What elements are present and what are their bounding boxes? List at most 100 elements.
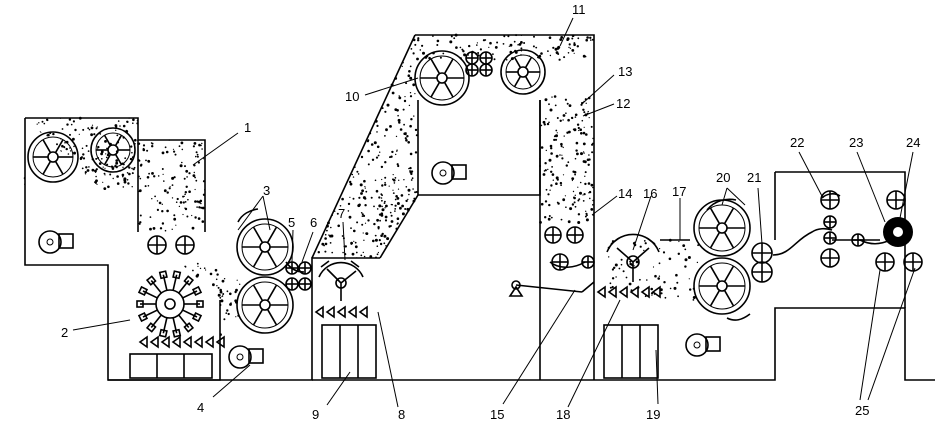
fiber-dot [551,96,553,98]
fiber-dot [380,234,383,237]
fiber-dot [194,216,197,219]
fiber-dot [571,179,574,182]
fiber-dot [374,179,377,182]
fiber-dot [88,128,91,131]
fiber-dot [184,191,187,194]
fiber-dot [376,245,379,247]
tooth-tip [137,311,149,323]
fiber-dot [352,197,355,200]
fiber-dot [68,118,72,121]
fiber-dot [543,123,546,126]
fiber-dot [227,312,230,316]
callout-17: 17 [672,184,686,199]
fiber-dot [109,173,112,176]
callout-15: 15 [490,407,504,422]
callout-19: 19 [646,407,660,422]
fiber-dot [138,189,142,193]
fiber-dot [360,155,364,159]
fiber-dot [364,186,366,188]
fiber-dot [119,125,121,127]
fiber-dot [556,117,559,119]
fiber-dot [585,218,589,222]
fiber-dot [380,197,383,199]
fiber-dot [390,220,394,223]
fiber-dot [199,267,202,270]
fiber-dot [560,145,563,148]
fiber-dot [171,197,174,199]
tooth-triangle [629,285,639,299]
fiber-dot [407,188,411,192]
fiber-dot [374,234,377,237]
fiber-dot [365,190,368,193]
fiber-dot [554,104,557,107]
callout-4: 4 [197,400,204,415]
fiber-dot [608,256,610,258]
fiber-dot [116,175,119,178]
fiber-dot [95,171,97,173]
fan-icon [685,333,721,357]
fiber-dot [154,195,157,198]
fiber-dot [383,202,386,205]
fiber-dot [194,176,197,179]
fiber-dot [95,157,98,160]
fiber-dot [64,142,66,144]
fiber-dot [492,53,494,55]
fiber-dot [61,144,64,148]
fiber-dot [186,215,189,218]
fiber-dot [583,111,586,114]
fiber-dot [164,229,167,232]
fiber-dot [410,179,413,181]
fiber-dot [697,244,699,247]
fiber-dot [611,277,615,280]
teeth-rows [138,285,661,349]
fiber-dot [436,39,440,43]
fiber-dot [128,172,131,176]
fiber-dot [201,206,205,210]
fiber-dot [408,167,410,170]
fiber-dot [362,196,366,200]
callout-16: 16 [643,186,657,201]
fiber-dot [360,192,363,195]
fiber-dot [644,242,647,245]
fiber-dot [611,268,615,271]
tooth-triangle [182,335,192,349]
fiber-dot [398,96,402,100]
fiber-dot [620,263,623,266]
fiber-dot [188,172,191,175]
fiber-dot [82,128,85,131]
fiber-dot [493,58,496,61]
fiber-dot [376,208,379,210]
fiber-dot [358,203,361,207]
fiber-dot [205,269,207,271]
fiber-dot [182,195,185,198]
fiber-dot [551,173,555,176]
fiber-dot [609,286,612,289]
crossed-roller-icon [465,51,479,65]
fiber-dot [384,161,387,164]
fiber-dot [87,150,90,153]
fiber-dot [131,167,133,170]
fiber-dot [196,153,199,156]
fiber-dot [577,37,580,40]
callout-20: 20 [716,170,730,185]
fiber-dot [186,176,188,178]
fiber-dot [363,255,366,258]
fiber-dot [439,56,442,59]
fiber-dot [381,205,383,208]
fiber-dot [203,267,206,270]
fiber-dot [588,192,590,194]
fiber-dot [405,82,408,85]
fiber-dot [489,41,492,45]
tooth-triangle [596,285,606,299]
fiber-dot [564,195,567,197]
fiber-dot [453,37,456,40]
crossed-roller-icon [285,277,299,291]
crossed-roller-icon [465,63,479,77]
callout-18: 18 [556,407,570,422]
fiber-dot [581,119,584,122]
fiber-dot [398,95,400,97]
fiber-dot [574,157,577,160]
fiber-dot [394,208,397,210]
crossed-roller-icon [479,63,493,77]
fiber-dot [556,178,559,181]
